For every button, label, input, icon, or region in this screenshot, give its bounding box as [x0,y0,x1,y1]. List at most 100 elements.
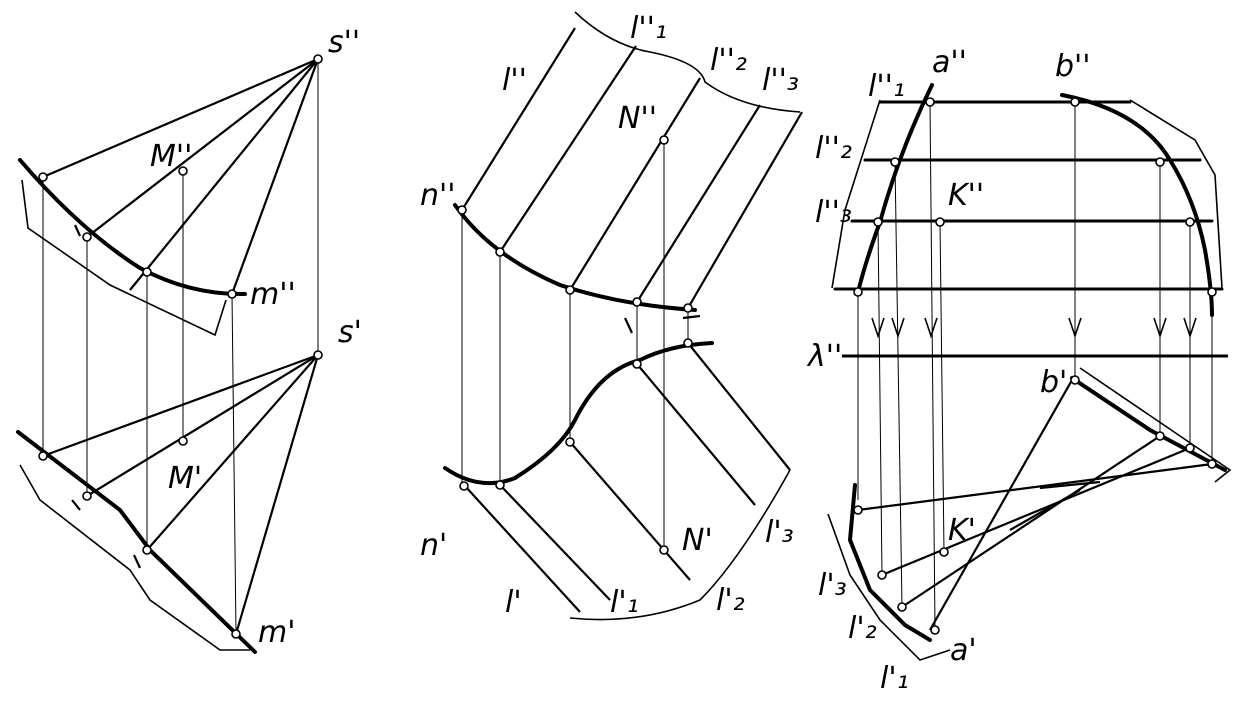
point-M [178,436,188,446]
label-s-front: s'' [328,25,360,60]
point-m [231,629,241,639]
label-l2-front: l''₂ [815,131,852,166]
point [1207,459,1217,469]
point [853,505,863,515]
cylinder-front-generatrix-edge [687,111,803,309]
point-K [939,547,949,557]
point-b [1070,97,1080,107]
label-b-top: b' [1040,365,1067,400]
label-N-top: N' [682,523,713,558]
conoid-figure: a'' b'' l''₁ l''₂ l''₃ K'' λ'' b' K' l'₃… [806,45,1232,696]
point [1185,217,1195,227]
label-m-front: m'' [250,277,296,312]
cylinder-top-generatrix [499,484,611,601]
label-l3-front: l''₃ [762,63,799,98]
label-l1-front: l''₁ [868,69,905,104]
conoid-front-outline [831,99,1223,289]
cylinder-front-tick [624,317,633,334]
conoid-front-curve-b [1060,93,1214,317]
label-a-top: a' [950,633,977,668]
point-b [1070,375,1080,385]
arrow-down-icon [871,317,885,339]
label-n-front: n'' [420,178,456,213]
cone-front-outline [21,179,227,337]
cone-top-generatrix [234,354,320,635]
point [38,451,48,461]
label-l3-top: l'₃ [818,568,847,603]
point [495,247,505,257]
label-l-top: l' [505,585,522,620]
label-l-front: l'' [502,63,527,98]
conoid-top-generatrix [901,435,1161,608]
point [683,338,693,348]
point [632,359,642,369]
cylinder-top-directrix [443,341,714,486]
point [877,570,887,580]
cone-top-generatrix [146,354,319,551]
conoid-top-generatrix [857,462,1213,512]
cone-front-generatrix [129,58,319,291]
point-N [659,545,669,555]
cone-front-generatrix [42,57,319,179]
label-K-front: K'' [948,178,984,213]
label-l2-top: l'₂ [848,611,877,646]
point [142,545,152,555]
point-a [925,97,935,107]
point [142,267,152,277]
label-N-front: N'' [618,101,657,136]
cone-front-directrix [18,158,247,297]
label-lambda: λ'' [806,339,842,374]
label-M-top: M' [168,461,202,496]
point [632,297,642,307]
conoid-top-curve-b [1070,376,1227,472]
conoid-front-curve-a [856,83,934,294]
label-l3-top: l'₃ [765,515,794,550]
cone-top-generatrix [42,353,319,458]
point [1155,157,1165,167]
point-M [178,166,188,176]
cylinder-front-tick [682,314,701,320]
cone-link-line [231,293,237,635]
point [495,480,505,490]
arrow-down-icon [924,317,938,339]
point-a [930,625,940,635]
cone-front-generatrix [230,58,320,295]
label-l1-top: l'₁ [610,585,639,620]
label-n-top: n' [420,528,447,563]
cylinder-front-generatrix-l3 [636,104,761,303]
arrow-down-icon [891,317,905,339]
cylinder-figure: l'' l''₁ l''₂ l''₃ N'' n'' n' N' l' l'₁ … [420,11,803,621]
arrow-down-icon [1183,317,1197,339]
cone-top-outline [19,464,250,651]
point-n [457,205,467,215]
label-a-front: a'' [932,45,967,80]
label-s-top: s' [338,315,362,350]
conoid-top-arrow [1039,480,1101,490]
point [1185,443,1195,453]
label-l3-front: l''₃ [815,195,852,230]
conoid-link-line [929,101,936,631]
conoid-top-curve-a [847,483,932,642]
point [1207,287,1217,297]
cylinder-front-directrix [453,203,697,312]
cone-front-generatrix [86,58,319,238]
point [683,303,693,313]
cone-top-tick [71,499,81,511]
point-n [459,481,469,491]
cylinder-front-generatrix-l2 [569,77,701,291]
cylinder-top-generatrix [569,441,691,581]
label-K-top: K' [948,513,976,548]
point-N [659,135,669,145]
point [873,217,883,227]
cylinder-front-generatrix-l1 [499,45,637,253]
label-m-top: m' [258,615,295,650]
label-b-front: b'' [1055,49,1091,84]
cone-top-tick [133,554,141,569]
cone-front-tick [73,224,82,237]
label-l1-top: l'₁ [880,661,909,696]
point-m [227,289,237,299]
cylinder-top-generatrix [464,485,581,613]
cylinder-front-generatrix-l [461,27,576,211]
conoid-link-line [894,161,903,608]
